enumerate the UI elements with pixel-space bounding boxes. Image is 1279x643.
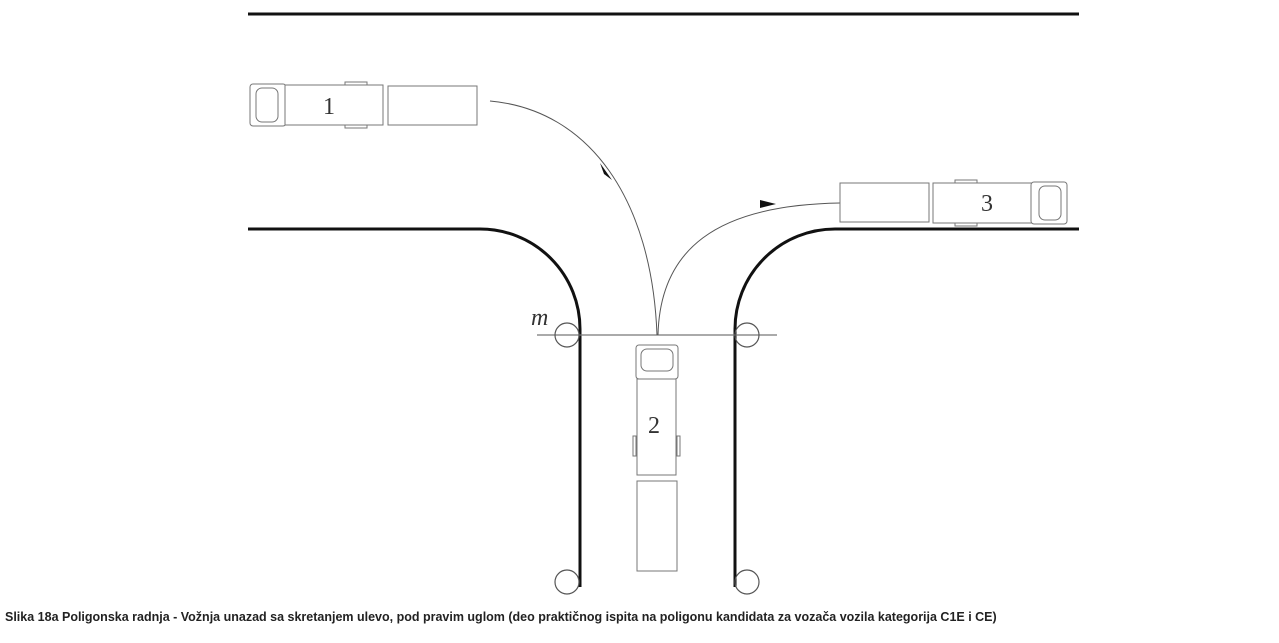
curb-left	[248, 227, 582, 587]
vehicle-2-label: 2	[648, 413, 660, 439]
path-arrow-1	[489, 100, 658, 336]
cone-marker	[734, 322, 760, 348]
path-arrow-2	[657, 202, 841, 336]
marker-m-label: m	[531, 305, 548, 331]
vehicle-3-label: 3	[981, 191, 993, 217]
cone-marker	[734, 569, 760, 595]
curb-right	[733, 227, 1079, 587]
path-arrowhead-2	[760, 200, 776, 208]
cone-marker	[554, 322, 580, 348]
vehicle-3: 3	[839, 179, 1068, 227]
figure-caption: Slika 18a Poligonska radnja - Vožnja una…	[5, 610, 997, 624]
vehicle-1: 1	[249, 81, 478, 129]
vehicle-2: 2	[632, 344, 681, 572]
cone-marker	[554, 569, 580, 595]
path-arrowhead-1	[600, 163, 612, 180]
vehicle-1-label: 1	[323, 94, 335, 120]
